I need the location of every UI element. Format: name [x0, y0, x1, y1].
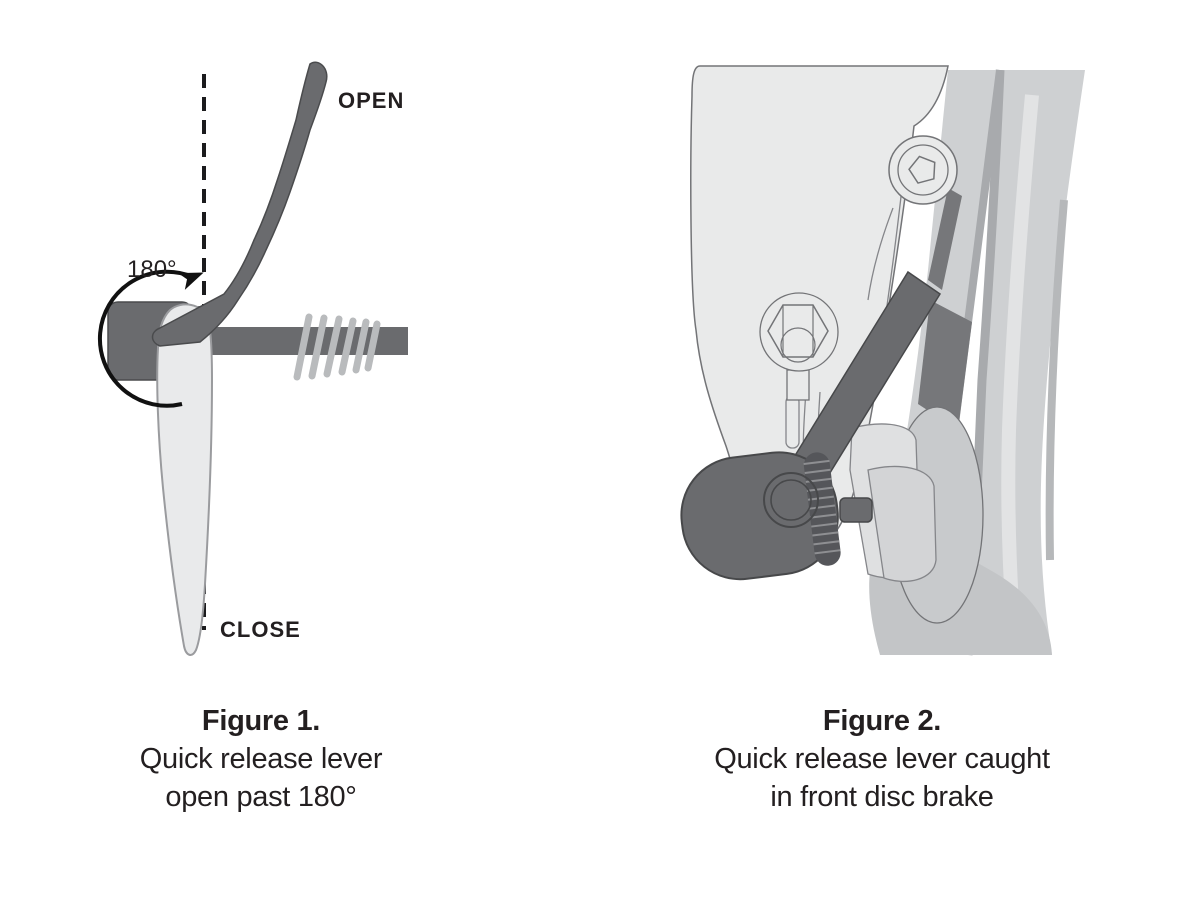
caliper-bolt-top: [888, 135, 958, 205]
figure2-caption: Figure 2. Quick release lever caught in …: [662, 702, 1102, 816]
open-label: OPEN: [338, 88, 404, 113]
open-lever: [151, 61, 328, 347]
hub-plates: [849, 423, 937, 582]
figure2-drawing: [680, 65, 1085, 656]
hex-socket-icon: [908, 155, 936, 184]
qr-knurled-nut: [803, 452, 841, 566]
fork-highlight: [1001, 94, 1039, 623]
figure2-caption-line1: Quick release lever caught: [714, 743, 1050, 775]
qr-pivot-outer: [763, 472, 819, 528]
figure2-caption-title: Figure 2.: [822, 705, 942, 737]
caliper-bolt-bottom: [759, 292, 839, 401]
figure2-caption-line2: in front disc brake: [770, 781, 994, 813]
figure1-drawing: OPEN CLOSE 180°: [97, 61, 408, 656]
skewer-spring: [293, 313, 381, 381]
rotation-arc: [97, 269, 204, 408]
brake-caliper: [690, 65, 958, 557]
angle-label: 180°: [127, 256, 177, 283]
fork-shading: [1045, 199, 1068, 561]
close-label: CLOSE: [220, 617, 301, 642]
figure1-caption-title: Figure 1.: [201, 705, 321, 737]
qr-lever-head: [680, 451, 839, 581]
caught-qr-lever: [680, 270, 942, 581]
figure1-caption: Figure 1. Quick release lever open past …: [41, 702, 481, 816]
figure1-caption-line1: Quick release lever: [139, 743, 383, 775]
figure1-caption-line2: open past 180°: [165, 781, 357, 813]
axle-stub: [839, 497, 873, 523]
close-lever: [156, 303, 214, 656]
arrowhead-icon: [178, 272, 204, 290]
qr-pivot-inner: [770, 479, 812, 521]
